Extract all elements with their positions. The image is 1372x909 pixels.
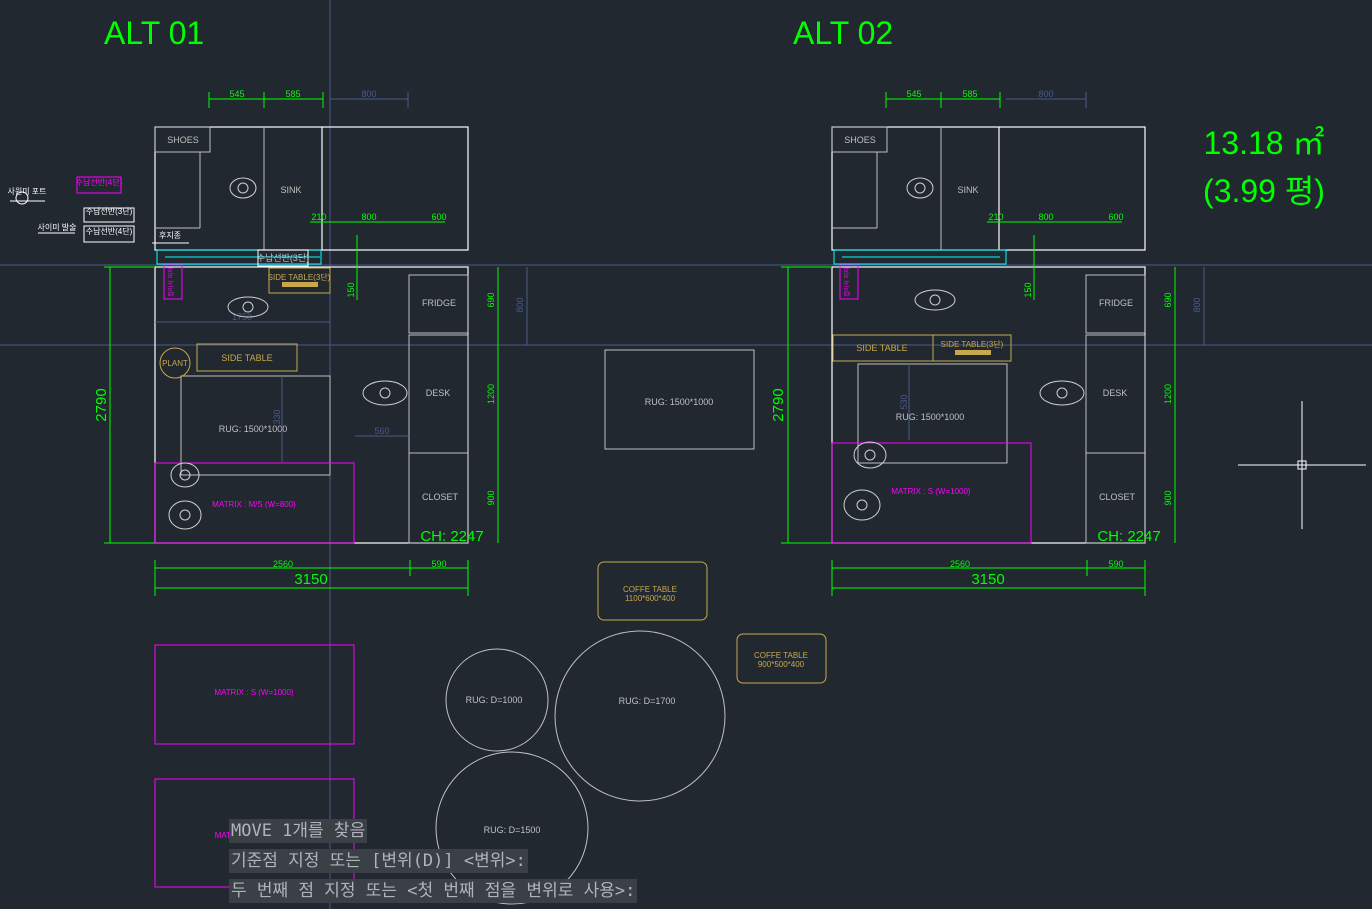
alt2-dim-2790: 2790 [770,388,787,421]
label-coffee1-a: COFFE TABLE [623,585,677,594]
dim-585: 585 [285,89,300,99]
rug-rect[interactable] [604,349,755,450]
label-sink: SINK [280,185,301,195]
alt2-dim-900: 900 [1163,490,1173,505]
label-vertical-tag: 접이식 의자 [167,267,175,297]
label-coffee2-a: COFFE TABLE [754,651,808,660]
alt2-label-rug: RUG: 1500*1000 [896,412,965,422]
rug-d1500[interactable] [435,751,589,905]
alt01-title: ALT 01 [104,15,204,51]
alt02-title: ALT 02 [793,15,893,51]
alt2-dim-2560: 2560 [950,559,970,569]
label-rug-rect: RUG: 1500*1000 [645,397,714,407]
dim-150: 150 [346,282,356,297]
alt2-dim-690: 690 [1163,292,1173,307]
rug-d1700[interactable] [554,630,726,802]
label-desk: DESK [426,388,451,398]
side-item-b: 수납선반(4단) [76,177,123,187]
label-shelf3: 수납선반(3단) [257,253,309,263]
label-side-table-3: SIDE TABLE(3단) [268,272,331,282]
label-plant: PLANT [162,359,188,368]
alt2-person-figures [843,177,1085,521]
alt2-label-matrix: MATRIX : S (W=1000) [891,487,971,496]
dim-210: 210 [311,212,326,222]
side-item-d: 사이미 발술 [37,222,76,232]
person-figures [168,177,408,530]
dim-600: 600 [431,212,446,222]
side-item-a: 사원미 포트 [7,187,46,196]
dim-800b: 800 [361,212,376,222]
alt2-dim-590: 590 [1108,559,1123,569]
alt2-dim-3150: 3150 [971,571,1004,588]
alt2-dim-1200: 1200 [1163,384,1173,404]
dim-330: 330 [272,409,282,424]
side-item-f: 후지종 [159,231,181,240]
alt2-dim-150: 150 [1023,282,1033,297]
side-item-e: 수납선반(4단) [86,226,133,236]
alt2-label-sink: SINK [957,185,978,195]
label-rug: RUG: 1500*1000 [219,424,288,434]
alt2-label-closet: CLOSET [1099,492,1136,502]
alt2-dim-210: 210 [988,212,1003,222]
area-pyeong: (3.99 평) [1203,173,1325,209]
label-shoes: SHOES [167,135,199,145]
label-fridge: FRIDGE [422,298,456,308]
dim-690: 690 [486,292,496,307]
alt2-label-side-table: SIDE TABLE [856,343,907,353]
dim-560: 560 [374,426,389,436]
command-history-line-2: 기준점 지정 또는 [변위(D)] <변위>: [229,849,528,873]
dim-590: 590 [431,559,446,569]
dim-2790: 2790 [93,388,110,421]
dim-3150: 3150 [294,571,327,588]
alt2-dim-585: 585 [962,89,977,99]
alt02-plan[interactable]: ALT 02 545 585 800 SHOES SINK FRIDGE DES… [770,15,1205,596]
area-m2: 13.18 ㎡ [1204,125,1325,161]
alt2-label-fridge: FRIDGE [1099,298,1133,308]
label-matrix: MATRIX : M/S (W=800) [212,500,296,509]
dim-900: 900 [486,490,496,505]
alt2-dim-800b: 800 [1038,212,1053,222]
side-item-c: 수납선반(3단) [86,206,133,216]
rug-d1000[interactable] [445,648,549,752]
label-rug-d1500: RUG: D=1500 [484,825,541,835]
alt01-plan[interactable]: ALT 01 545 585 800 SHOES SINK FRIDGE [93,15,528,596]
alt2-label-desk: DESK [1103,388,1128,398]
command-prompt-line[interactable]: 두 번째 점 지정 또는 <첫 번째 점을 변위로 사용>: [229,879,638,903]
alt2-ceiling-height: CH: 2247 [1097,528,1160,545]
alt2-dim-545: 545 [906,89,921,99]
cursor-crosshair [1238,401,1366,529]
label-closet: CLOSET [422,492,459,502]
loose-objects[interactable]: RUG: 1500*1000 COFFE TABLE 1100*600*400 … [154,349,827,905]
label-rug-d1700: RUG: D=1700 [619,696,676,706]
alt2-label-side-table-3: SIDE TABLE(3단) [941,339,1004,349]
dim-1200: 1200 [486,384,496,404]
label-rug-d1000: RUG: D=1000 [466,695,523,705]
alt2-dim-600: 600 [1108,212,1123,222]
coffee-table-2[interactable] [736,633,827,684]
dim-800: 800 [361,89,376,99]
label-side-table: SIDE TABLE [221,353,272,363]
command-history-line-1: MOVE 1개를 찾음 [229,819,368,843]
dim-545: 545 [229,89,244,99]
side-items[interactable]: 사원미 포트 수납선반(4단) 수납선반(3단) 사이미 발술 수납선반(4단)… [7,176,189,244]
coffee-table-1[interactable] [597,561,708,621]
label-matrix-s: MATRIX : S (W=1000) [214,688,294,697]
dim-800c: 800 [515,297,525,312]
alt2-dim-800c: 800 [1192,297,1202,312]
dim-2560: 2560 [273,559,293,569]
alt2-dim-800: 800 [1038,89,1053,99]
label-coffee1-b: 1100*600*400 [625,594,676,603]
alt2-label-vertical-tag: 접이식 의자 [843,267,851,297]
ceiling-height: CH: 2247 [420,528,483,545]
alt2-label-shoes: SHOES [844,135,876,145]
alt2-dim-530: 530 [899,394,909,409]
matrix-s-1000[interactable] [154,644,355,745]
label-coffee2-b: 900*500*400 [758,660,805,669]
